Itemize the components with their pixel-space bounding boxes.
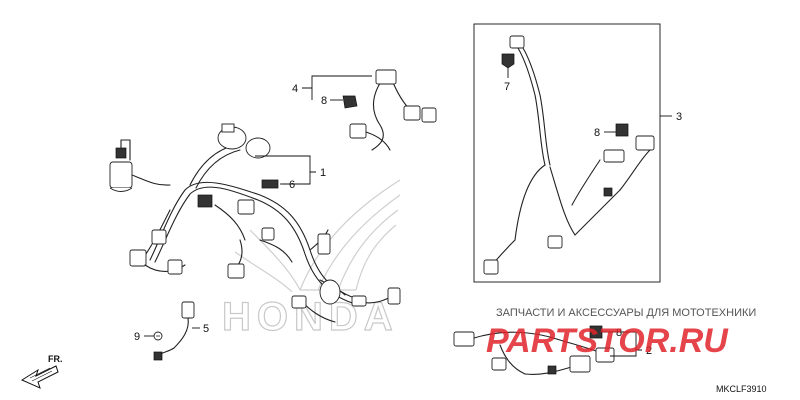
sub-harness-2 <box>453 325 615 375</box>
front-direction-label: FR. <box>48 354 63 364</box>
callouts: 1 2 3 4 5 6 7 8 8 8 9 <box>134 81 682 357</box>
site-watermark-prefix: PARTS <box>486 322 598 360</box>
part-3-frame <box>473 23 661 283</box>
callout-4: 4 <box>292 83 298 95</box>
sub-harness-4 <box>342 69 437 151</box>
leader-lines <box>144 68 672 357</box>
site-watermark: PARTSTOR.RU <box>486 322 729 360</box>
callout-3: 3 <box>676 111 682 123</box>
callout-1: 1 <box>320 167 326 179</box>
honda-watermark-text: HONDA <box>222 295 399 339</box>
callout-8-frame: 8 <box>594 127 600 139</box>
front-direction-arrow: FR. <box>20 354 63 389</box>
callout-7: 7 <box>504 81 510 93</box>
bolt-9 <box>153 331 163 341</box>
callout-8-lower: 8 <box>616 327 622 339</box>
callout-5: 5 <box>203 323 209 335</box>
sub-harness-3 <box>483 35 655 275</box>
shop-watermark-text: ЗАПЧАСТИ И АКСЕССУАРЫ ДЛЯ МОТОТЕХНИКИ <box>496 307 756 319</box>
sensor-5 <box>153 301 195 361</box>
callout-2: 2 <box>646 345 652 357</box>
callout-8-upper: 8 <box>321 95 327 107</box>
site-watermark-suffix: TOR.RU <box>598 322 729 360</box>
honda-wing-watermark <box>234 179 401 293</box>
main-wire-harness <box>109 123 401 323</box>
callout-6: 6 <box>289 179 295 191</box>
callout-9: 9 <box>134 331 140 343</box>
diagram-code: MKCLF3910 <box>716 384 767 394</box>
